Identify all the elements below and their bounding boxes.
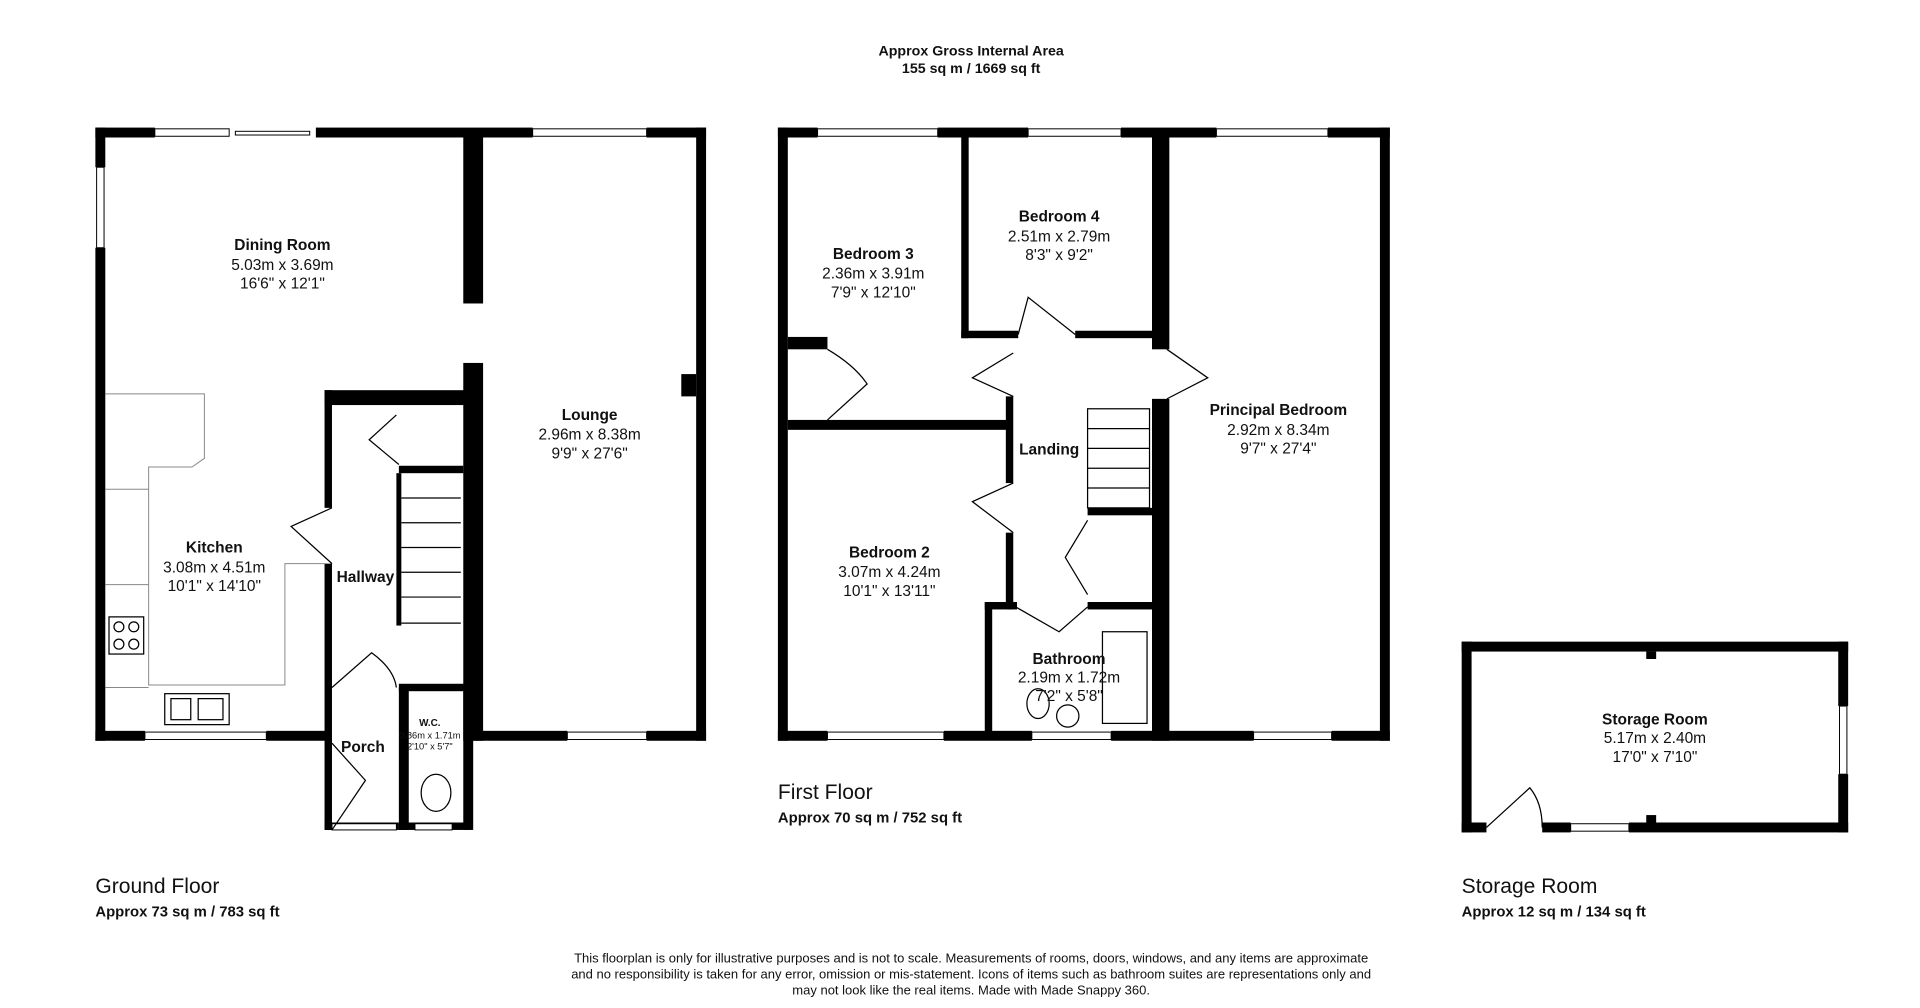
storage-room-plan: Storage Room 5.17m x 2.40m 17'0" x 7'10"… [1461, 641, 1849, 921]
ground-floor-plan: Dining Room 5.03m x 3.69m 16'6" x 12'1" … [95, 127, 707, 921]
first-floor-title: First Floor [778, 781, 873, 804]
basin-icon [1056, 704, 1080, 728]
principal-bedroom-metric: 2.92m x 8.34m [1227, 422, 1329, 439]
disclaimer-line1: This floorplan is only for illustrative … [574, 950, 1368, 965]
dining-room-imperial: 16'6" x 12'1" [240, 276, 325, 293]
kitchen-imperial: 10'1" x 14'10" [168, 578, 261, 595]
bathroom-imperial: 7'2" x 5'8" [1035, 688, 1103, 705]
hob-icon [108, 616, 145, 655]
bedroom2-imperial: 10'1" x 13'11" [843, 583, 935, 600]
disclaimer-line3: may not look like the real items. Made w… [792, 983, 1150, 998]
hallway-name: Hallway [337, 569, 395, 586]
wc-metric: 0.86m x 1.71m [399, 730, 461, 740]
disclaimer-line2: and no responsibility is taken for any e… [571, 967, 1371, 982]
toilet-icon [1026, 688, 1050, 720]
kitchen-metric: 3.08m x 4.51m [163, 559, 265, 576]
storage-room-imperial: 17'0" x 7'10" [1612, 749, 1697, 766]
storage-room-name: Storage Room [1602, 712, 1708, 729]
staircase [396, 465, 464, 626]
lounge-metric: 2.96m x 8.38m [538, 427, 640, 444]
wc-imperial: 2'10" x 5'7" [407, 741, 453, 751]
bedroom3-imperial: 7'9" x 12'10" [831, 284, 916, 301]
bathroom-metric: 2.19m x 1.72m [1018, 670, 1120, 687]
staircase [1086, 408, 1151, 509]
dining-room-name: Dining Room [234, 237, 330, 254]
lounge-name: Lounge [562, 407, 618, 424]
bedroom4-imperial: 8'3" x 9'2" [1025, 247, 1093, 264]
bedroom4-name: Bedroom 4 [1019, 209, 1100, 226]
wc-name: W.C. [419, 718, 441, 729]
bedroom3-name: Bedroom 3 [833, 246, 914, 263]
principal-bedroom-imperial: 9'7" x 27'4" [1240, 440, 1316, 457]
first-floor-area: Approx 70 sq m / 752 sq ft [778, 811, 962, 827]
porch-name: Porch [341, 739, 385, 756]
principal-bedroom-name: Principal Bedroom [1210, 402, 1348, 419]
bath-icon [1101, 631, 1148, 725]
bedroom2-metric: 3.07m x 4.24m [838, 564, 940, 581]
first-floor-plan: Bedroom 3 2.36m x 3.91m 7'9" x 12'10" Be… [777, 127, 1390, 827]
ground-floor-title: Ground Floor [95, 875, 219, 898]
landing-name: Landing [1019, 442, 1079, 459]
gross-area-label: Approx Gross Internal Area [878, 44, 1063, 60]
storage-floor-area: Approx 12 sq m / 134 sq ft [1462, 905, 1646, 921]
storage-floor-title: Storage Room [1462, 875, 1598, 898]
bedroom3-metric: 2.36m x 3.91m [822, 266, 924, 283]
gross-area-value: 155 sq m / 1669 sq ft [902, 61, 1041, 77]
bedroom2-name: Bedroom 2 [849, 544, 930, 561]
sink-icon [164, 693, 230, 726]
storage-room-metric: 5.17m x 2.40m [1604, 730, 1706, 747]
lounge-imperial: 9'9" x 27'6" [552, 445, 628, 462]
ground-floor-area: Approx 73 sq m / 783 sq ft [95, 905, 279, 921]
dining-room-metric: 5.03m x 3.69m [231, 257, 333, 274]
toilet-icon [420, 773, 452, 812]
bedroom4-metric: 2.51m x 2.79m [1008, 229, 1110, 246]
bathroom-name: Bathroom [1032, 651, 1105, 668]
kitchen-name: Kitchen [186, 539, 243, 556]
